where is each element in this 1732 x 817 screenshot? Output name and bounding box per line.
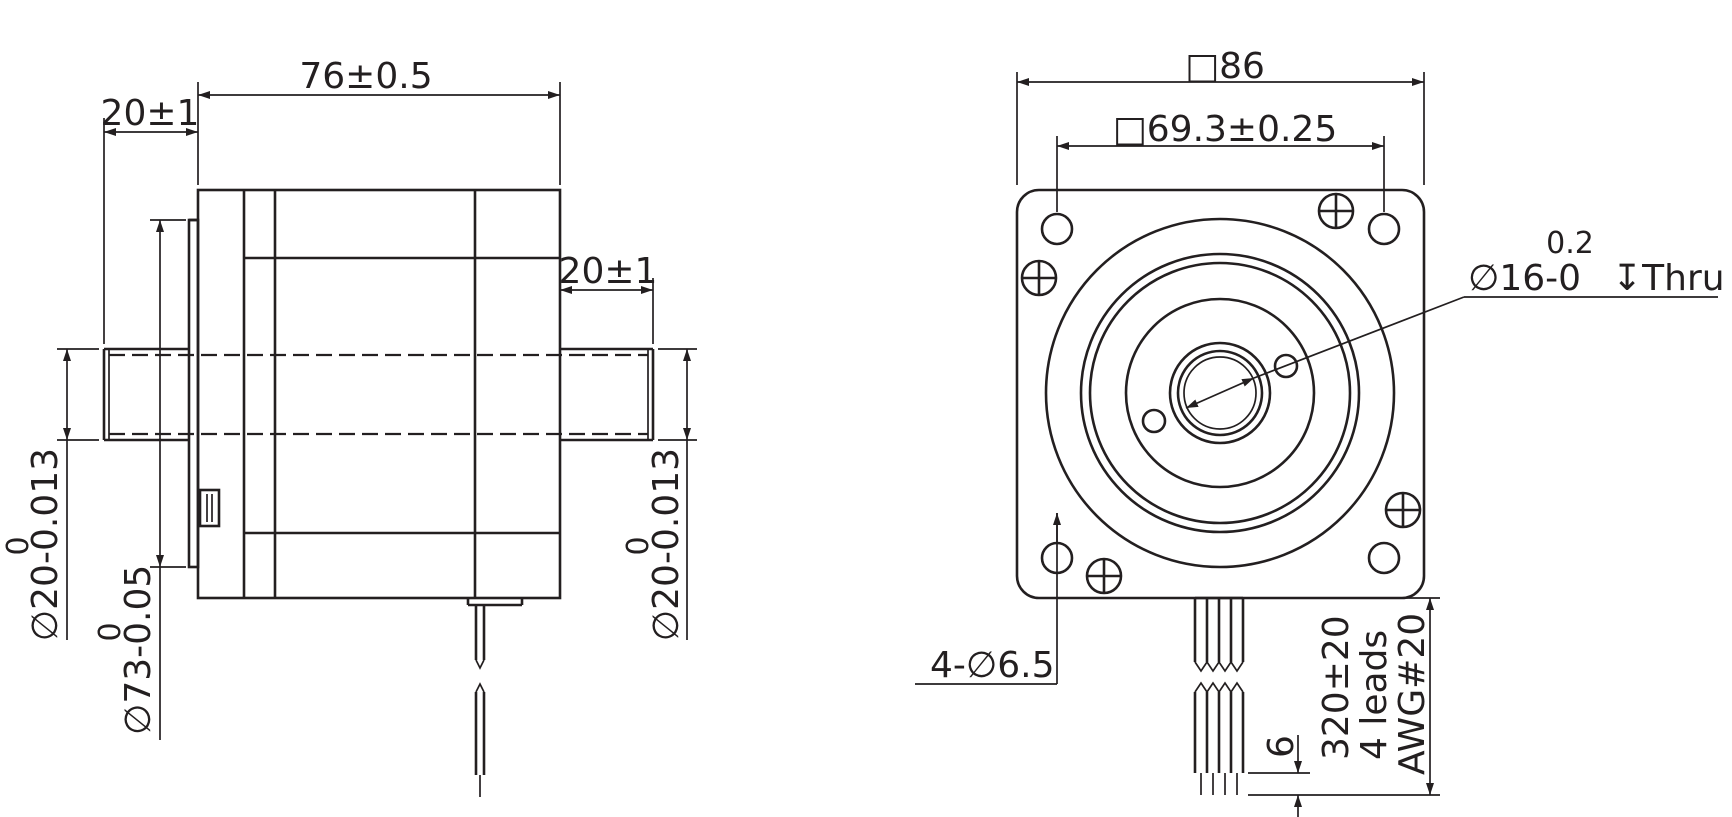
motor-body <box>196 188 562 600</box>
dim-rear-shaft-diameter: ∅20-0.013 0 <box>621 348 697 641</box>
front-shaft-diameter-upper: 0 <box>1 536 36 555</box>
bore-inner-circle <box>1183 356 1257 430</box>
motor-housing-circle <box>1044 217 1396 569</box>
lead-count-label: 4 leads <box>1354 630 1395 760</box>
dim-hole-spacing: □69.3±0.25 <box>1056 109 1385 212</box>
front-pilot <box>187 218 221 569</box>
lead-length-label: 320±20 <box>1316 615 1357 760</box>
pilot-diameter-upper: 0 <box>93 622 128 641</box>
dim-body-length: 76±0.5 <box>197 56 561 185</box>
dim-bore: ∅16-0 0.2 ↧Thru <box>1185 226 1725 409</box>
mount-hole-top-left <box>1040 212 1074 246</box>
dim-front-shaft-length: 20±1 <box>101 93 200 344</box>
dim-strip-length: 6 <box>1248 735 1310 817</box>
rear-shaft <box>560 347 655 442</box>
small-hole-1 <box>1273 353 1299 379</box>
dim-pilot-diameter: ∅73-0.05 0 <box>93 219 186 740</box>
front-view: □86 □69.3±0.25 ∅16-0 0.2 ↧Thru 4-∅6.5 <box>915 46 1725 817</box>
hidden-shaft-lines <box>109 353 648 436</box>
front-shaft-length-label: 20±1 <box>101 93 200 134</box>
screw-head-top <box>1317 192 1355 230</box>
flange-outline <box>1015 188 1426 600</box>
front-shaft <box>102 347 189 442</box>
hole-spacing-label: □69.3±0.25 <box>1113 109 1338 150</box>
strip-length-label: 6 <box>1261 735 1302 758</box>
bearing-circle <box>1124 297 1316 489</box>
dim-flange-size: □86 <box>1016 46 1425 185</box>
screw-head-left <box>1020 259 1058 297</box>
screw-head-right <box>1384 491 1422 529</box>
front-shaft-diameter-label: ∅20-0.013 <box>25 448 66 641</box>
rear-shaft-diameter-label: ∅20-0.013 <box>646 448 687 641</box>
dim-front-shaft-diameter: ∅20-0.013 0 <box>1 348 99 641</box>
screw-head-bottom <box>1085 557 1123 595</box>
lead-wires-front <box>1193 596 1245 795</box>
pilot-inner-circle <box>1088 261 1352 525</box>
dim-mount-holes: 4-∅6.5 <box>915 513 1061 686</box>
bore-circle <box>1176 349 1264 437</box>
lead-wire-side <box>466 598 524 797</box>
mount-hole-bottom-right <box>1367 541 1401 575</box>
bore-depth-label: ↧Thru <box>1612 258 1725 299</box>
pilot-diameter-label: ∅73-0.05 <box>118 565 159 735</box>
rear-shaft-length-label: 20±1 <box>559 251 658 292</box>
rear-shaft-diameter-upper: 0 <box>621 536 656 555</box>
bore-outer-circle <box>1168 341 1272 445</box>
bore-upper-tolerance: 0.2 <box>1546 226 1594 261</box>
dim-rear-shaft-length: 20±1 <box>559 251 658 344</box>
small-hole-2 <box>1141 408 1167 434</box>
pilot-outer-circle <box>1079 252 1361 534</box>
bore-diameter-label: ∅16-0 <box>1468 258 1581 299</box>
flange-size-label: □86 <box>1185 46 1265 87</box>
side-view: 76±0.5 20±1 20±1 ∅20-0.013 0 <box>1 56 697 797</box>
body-length-label: 76±0.5 <box>299 56 432 97</box>
mount-hole-top-right <box>1367 212 1401 246</box>
dim-lead-length: 320±20 4 leads AWG#20 <box>1248 597 1440 796</box>
wire-gauge-label: AWG#20 <box>1392 613 1433 775</box>
mount-holes-label: 4-∅6.5 <box>930 645 1055 686</box>
